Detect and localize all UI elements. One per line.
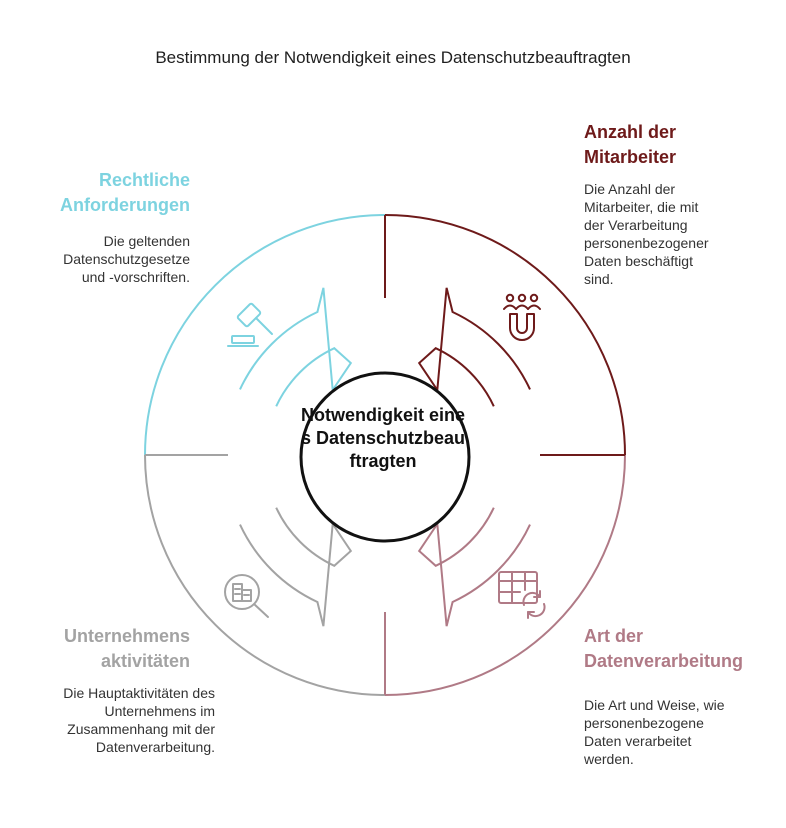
activities-description-line: Unternehmens im [104, 703, 216, 719]
employees-heading: Anzahl der Mitarbeiter [584, 120, 764, 170]
outer-arc-employees [384, 214, 626, 456]
legal-description-line: Die geltenden [103, 233, 190, 249]
processing-heading-line: Art der [584, 626, 644, 646]
table-sync-icon [498, 571, 546, 619]
employees-description-line: Mitarbeiter, die mit [584, 199, 699, 215]
gavel-icon [227, 302, 273, 347]
processing-description: Die Art und Weise, wie personenbezogene … [584, 696, 774, 768]
legal-heading-line: Anforderungen [60, 195, 190, 215]
building-search-icon [224, 574, 269, 618]
processing-description-line: Daten verarbeitet [584, 733, 692, 749]
employees-description-line: sind. [584, 271, 614, 287]
employees-description-line: personenbezogener [584, 235, 709, 251]
activities-connector-arrow [239, 507, 353, 627]
outer-arc-activities [144, 454, 386, 696]
legal-heading: Rechtliche Anforderungen [40, 168, 190, 218]
processing-description-line: personenbezogene [584, 715, 704, 731]
center-circle [299, 371, 471, 543]
outer-arc-legal [144, 214, 386, 456]
legal-connector-arrow [239, 287, 353, 407]
employees-description-line: Die Anzahl der [584, 181, 676, 197]
legal-description: Die geltenden Datenschutzgesetze und -vo… [20, 232, 190, 286]
employees-description: Die Anzahl der Mitarbeiter, die mit der … [584, 180, 774, 288]
activities-heading-line: aktivitäten [100, 651, 190, 671]
processing-description-line: Die Art und Weise, wie [584, 697, 725, 713]
employees-connector-arrow [417, 287, 531, 407]
processing-connector-arrow [417, 507, 531, 627]
processing-heading-line: Datenverarbeitung [584, 651, 744, 671]
activities-heading: Unternehmens aktivitäten [30, 624, 190, 674]
legal-heading-line: Rechtliche [98, 170, 190, 190]
legal-description-line: Datenschutzgesetze [63, 251, 190, 267]
activities-description-line: Die Hauptaktivitäten des [63, 685, 215, 701]
activities-description-line: Datenverarbeitung. [95, 739, 215, 755]
outer-arc-processing [384, 454, 626, 696]
activities-description-line: Zusammenhang mit der [67, 721, 215, 737]
diagram-title: Bestimmung der Notwendigkeit eines Daten… [155, 48, 631, 67]
employees-heading-line: Mitarbeiter [584, 147, 677, 167]
employees-description-line: Daten beschäftigt [584, 253, 693, 269]
employees-heading-line: Anzahl der [584, 122, 677, 142]
activities-heading-line: Unternehmens [63, 626, 190, 646]
employees-description-line: der Verarbeitung [584, 217, 688, 233]
center-label: Notwendigkeit eines Datenschutzbeauftrag… [300, 405, 466, 471]
activities-description: Die Hauptaktivitäten des Unternehmens im… [10, 684, 215, 756]
people-magnet-icon [503, 293, 541, 341]
legal-description-line: und -vorschriften. [81, 269, 190, 285]
processing-heading: Art der Datenverarbeitung [584, 624, 774, 674]
processing-description-line: werden. [584, 751, 634, 767]
